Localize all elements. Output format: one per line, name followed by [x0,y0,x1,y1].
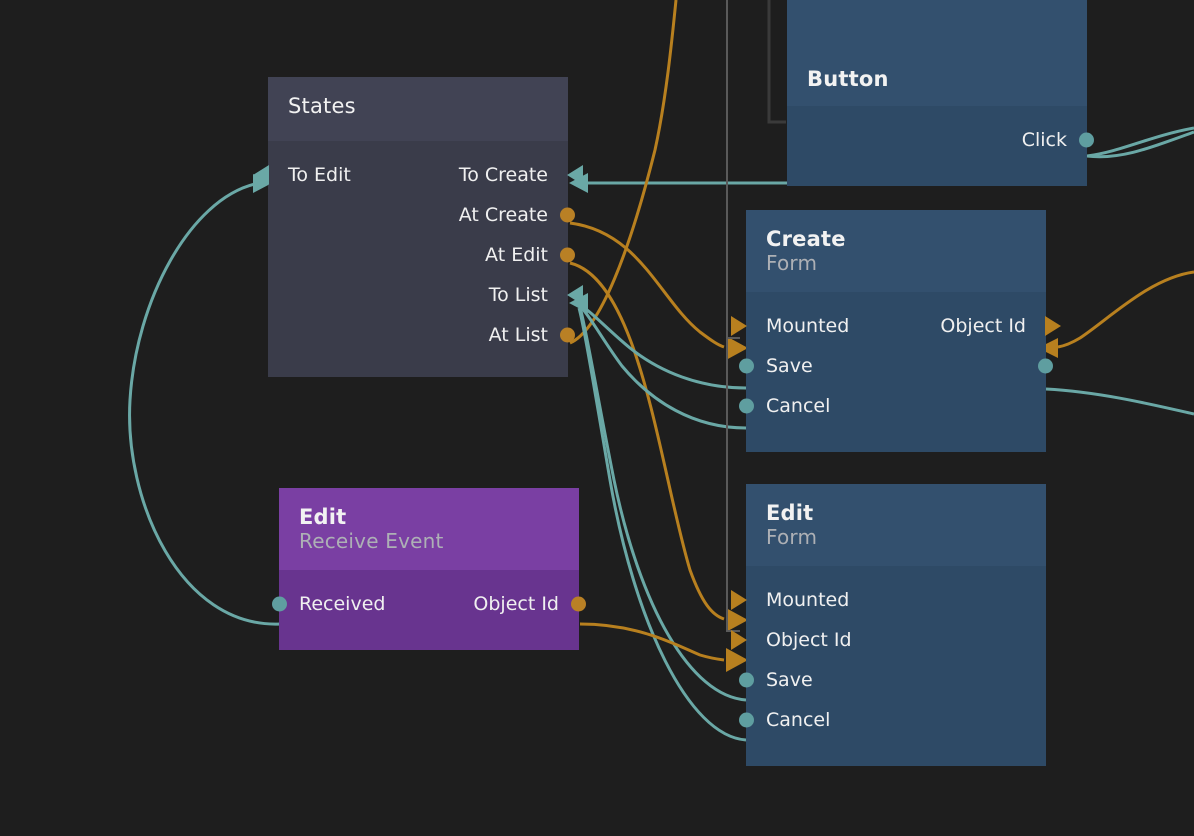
port-row-at-list[interactable]: At List [268,315,575,355]
edge-create-cancel-to-tolist [578,304,747,430]
port-row-received[interactable]: Received Object Id [272,584,586,624]
port-label-to-list: To List [488,283,548,306]
port-dot-receive-objectid[interactable] [571,596,586,612]
port-dot-received[interactable] [272,596,287,612]
port-label-edit-save: Save [766,668,813,691]
port-label-receive-objectid: Object Id [473,592,559,615]
edge-arrowhead-edit-objectid [726,648,748,672]
node-body: Received Object Id [272,569,586,650]
node-title: Edit [299,505,347,529]
node-title: Button [807,67,889,91]
node-button[interactable]: Button Click [787,50,1094,186]
node-subtitle: Form [766,524,818,549]
port-label-create-save: Save [766,354,813,377]
node-edit-receive-event[interactable]: Edit Receive Event Received Object Id [272,488,586,650]
port-label-edit-mounted: Mounted [766,588,850,611]
group-bracket-upper-corner [767,0,786,124]
port-arrow-edit-mounted[interactable] [731,589,747,610]
node-edit-form[interactable]: Edit Form Mounted Object Id Save Cancel [731,484,1046,766]
port-label-at-edit: At Edit [485,243,548,266]
port-label-to-edit: To Edit [288,163,351,186]
port-dot-edit-save[interactable] [739,672,754,688]
port-row-create-cancel[interactable]: Cancel [739,386,1046,426]
port-arrow-edit-objectid[interactable] [731,629,747,650]
node-body: Click [787,105,1094,186]
port-label-create-cancel: Cancel [766,394,831,417]
node-body: To Edit To Create At Create At Edit To L… [253,140,583,377]
port-dot-click[interactable] [1079,132,1094,148]
node-header: States [268,77,568,141]
port-row-to-list[interactable]: To List [268,275,583,315]
edge-edit-save-to-tolist [578,306,747,702]
edge-atcreate-to-create-mounted [569,221,725,349]
port-label-to-create: To Create [458,163,548,186]
port-label-at-list: At List [488,323,548,346]
port-dot-at-create[interactable] [560,207,575,223]
port-dot-create-save[interactable] [739,358,754,374]
edge-click-offscreen-a [1086,126,1194,158]
port-row-create-mounted[interactable]: Mounted Object Id [731,306,1061,346]
port-row-edit-objectid[interactable]: Object Id [731,620,1046,660]
node-header: Edit Form [746,484,1046,566]
node-body: Mounted Object Id Save Cancel [731,565,1046,766]
port-label-received: Received [299,592,386,615]
edge-received-to-toedit [128,182,281,626]
edge-offscreen-to-create-objectid [1057,270,1194,349]
port-row-create-save[interactable]: Save [739,346,1053,386]
port-arrow-to-list[interactable] [567,284,583,305]
port-row-edit-save[interactable]: Save [739,660,1046,700]
port-label-edit-objectid: Object Id [766,628,852,651]
edge-atedit-to-edit-mounted [569,261,725,621]
port-label-create-mounted: Mounted [766,314,850,337]
edge-create-save-to-tolist [579,303,747,390]
port-row-at-create[interactable]: At Create [268,195,575,235]
port-dot-at-list[interactable] [560,327,575,343]
edge-atlist-offscreen-top [569,0,678,345]
edge-edit-cancel-to-tolist [577,307,747,742]
node-create-form[interactable]: Create Form Mounted Object Id Save Cance… [731,210,1061,452]
node-states[interactable]: States To Edit To Create At Create At Ed… [253,77,583,377]
edge-arrowhead-edit-mounted [726,608,748,632]
port-label-click: Click [1021,128,1067,151]
edge-create-rightport-offscreen [1045,387,1194,416]
port-label-at-create: At Create [458,203,548,226]
node-title: Create [766,227,846,251]
port-dot-edit-cancel[interactable] [739,712,754,728]
edge-click-offscreen-b [1086,130,1194,159]
port-dot-create-cancel[interactable] [739,398,754,414]
node-body: Mounted Object Id Save Cancel [731,291,1061,452]
edge-objectid-to-edit-objectid [579,622,725,662]
port-arrow-to-edit[interactable] [253,164,269,185]
port-arrow-to-create[interactable] [567,164,583,185]
node-subtitle: Receive Event [299,528,444,553]
port-row-click[interactable]: Click [787,120,1094,160]
port-row-to-edit[interactable]: To Edit To Create [253,155,583,195]
node-header: Create Form [746,210,1046,292]
node-title: Edit [766,501,814,525]
port-arrow-create-mounted[interactable] [731,315,747,336]
port-row-edit-cancel[interactable]: Cancel [739,700,1046,740]
edge-arrowhead-create-mounted [726,336,748,360]
port-row-edit-mounted[interactable]: Mounted [731,580,1046,620]
port-dot-at-edit[interactable] [560,247,575,263]
node-title: States [288,94,356,118]
port-arrow-create-objectid[interactable] [1045,315,1061,336]
node-subtitle: Form [766,250,818,275]
port-label-create-objectid: Object Id [940,314,1026,337]
node-header: Edit Receive Event [279,488,579,570]
port-label-edit-cancel: Cancel [766,708,831,731]
node-header: Button [787,50,1087,106]
port-dot-create-output[interactable] [1038,358,1053,374]
port-row-at-edit[interactable]: At Edit [268,235,575,275]
